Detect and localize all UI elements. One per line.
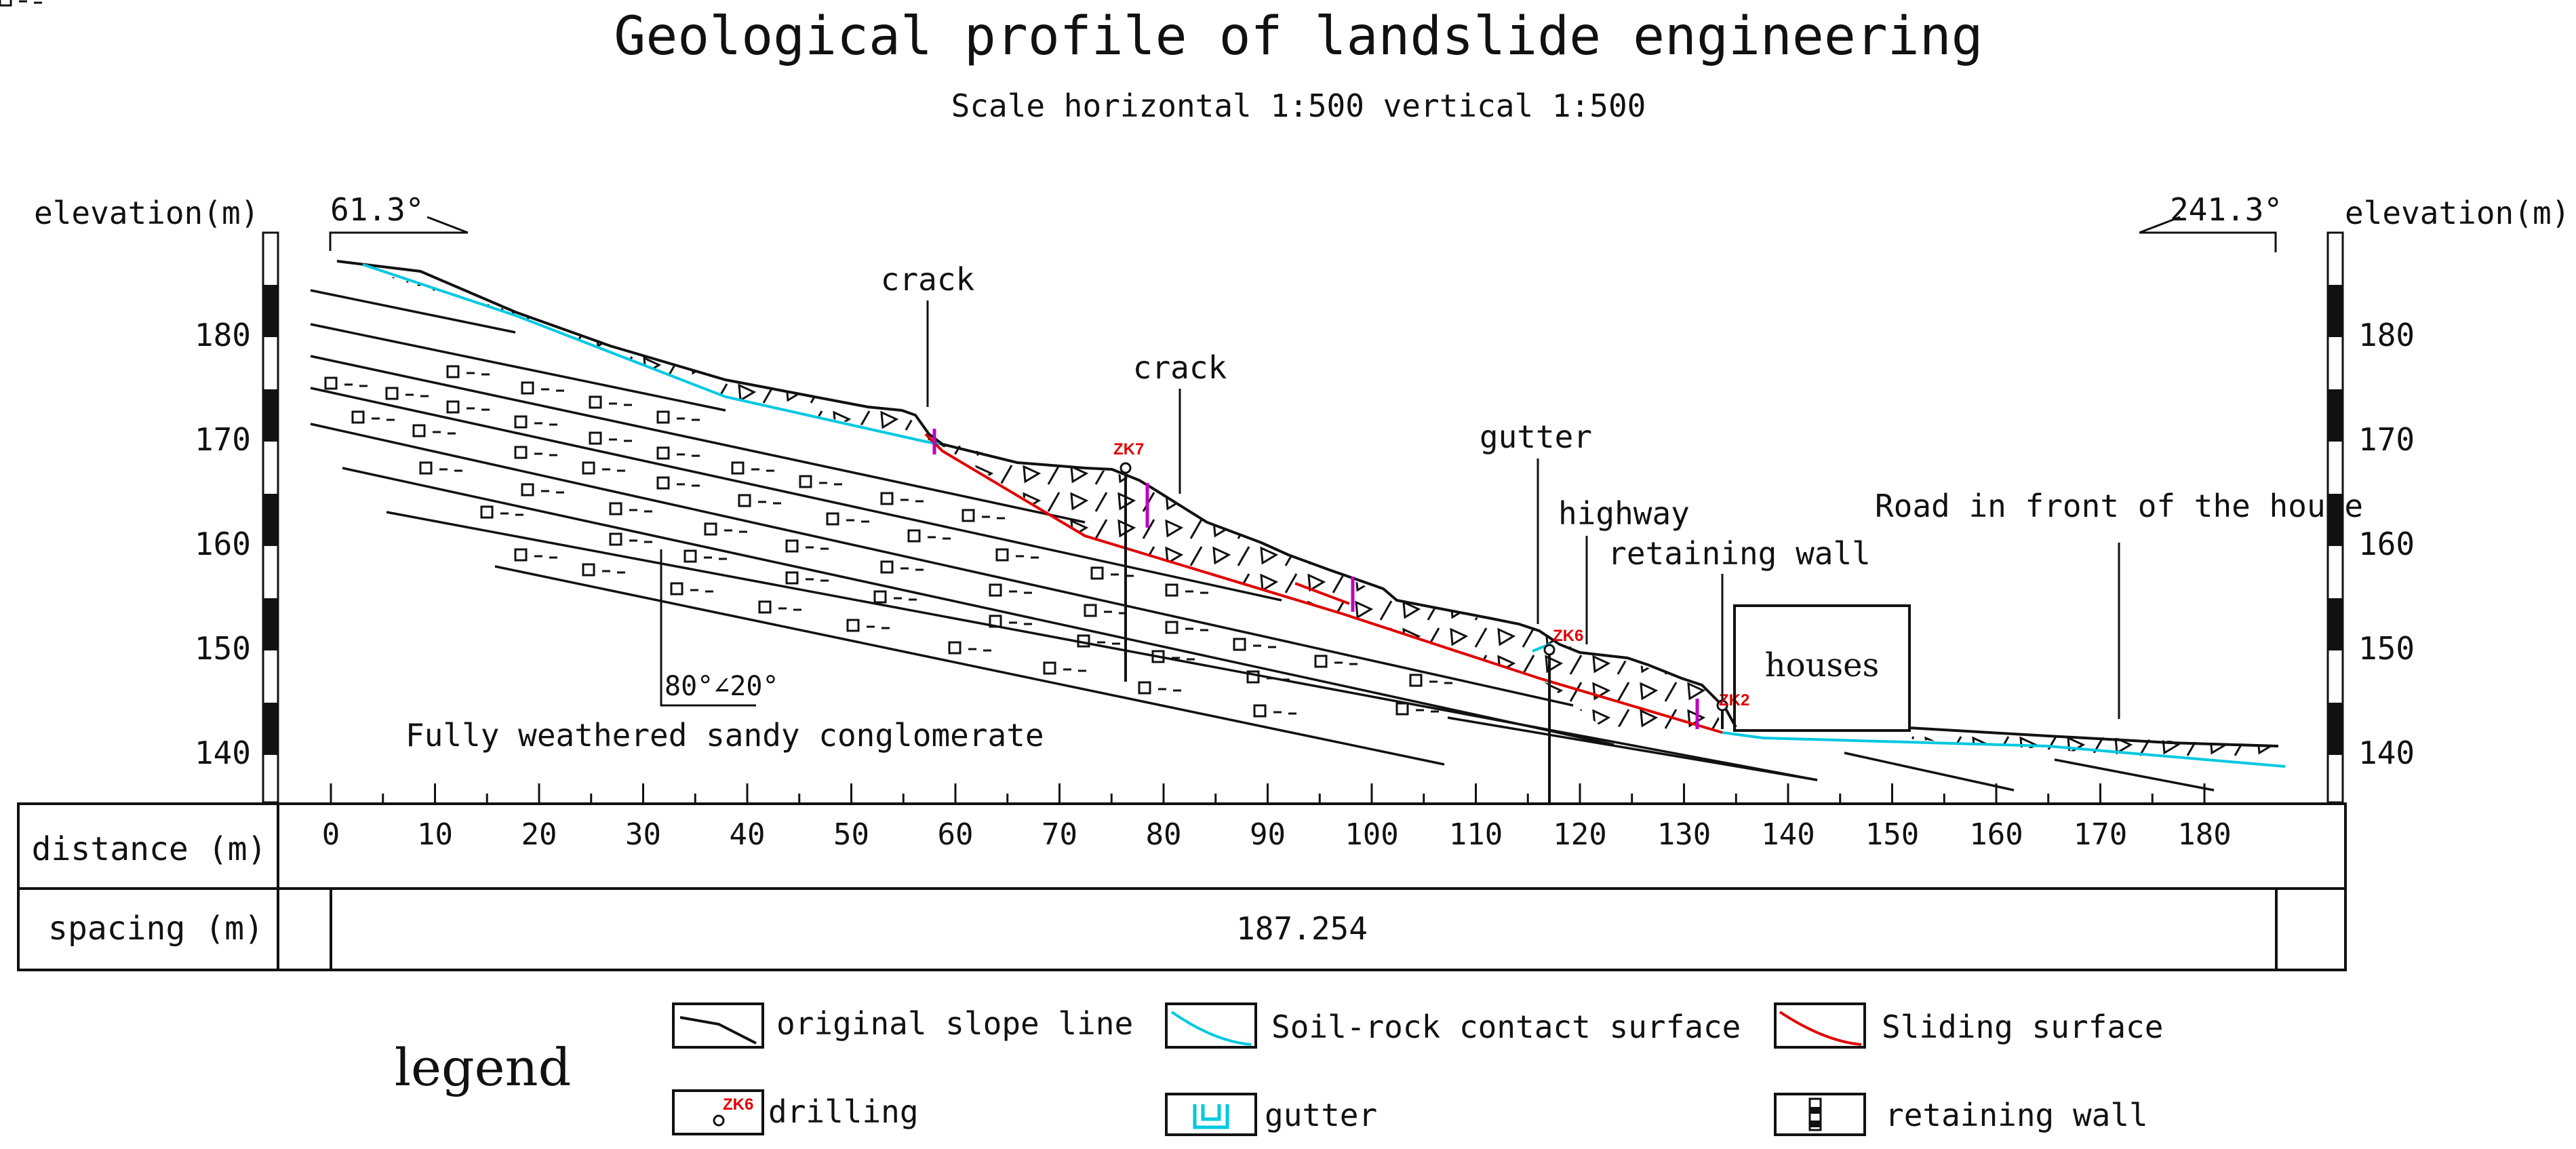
distance-tick-label: 80 — [1146, 817, 1182, 852]
rock-strata — [310, 289, 2215, 792]
distance-tick-label: 140 — [1761, 817, 1815, 852]
elevation-ticks-right: 180 170 160 150 140 — [2358, 317, 2415, 771]
distance-tick-label: 20 — [521, 817, 557, 852]
crack-label-1: crack — [881, 261, 974, 298]
legend-label: gutter — [1265, 1097, 1377, 1133]
borehole-label: ZK7 — [1113, 440, 1144, 459]
diagram-title: Geological profile of landslide engineer… — [614, 6, 1983, 67]
spacing-row-label: spacing (m) — [48, 910, 264, 948]
legend-label: retaining wall — [1885, 1097, 2148, 1133]
soil-rock-contact-surface — [362, 263, 940, 446]
elevation-tick: 150 — [2358, 630, 2415, 667]
soil-rock-contact-surface-road — [1722, 731, 2286, 768]
highway-label: highway — [1558, 495, 1690, 532]
distance-tick-label: 170 — [2074, 817, 2127, 852]
distance-tick-label: 50 — [833, 817, 869, 852]
distance-tick-label: 70 — [1042, 817, 1077, 852]
drilling-icon-label: ZK6 — [723, 1095, 753, 1114]
houses-outline — [1733, 604, 1911, 732]
distance-tick-label: 100 — [1345, 817, 1398, 852]
distance-tick-label: 180 — [2177, 817, 2231, 852]
elevation-scale-left — [262, 231, 279, 804]
rock-type-label: Fully weathered sandy conglomerate — [405, 717, 1044, 754]
distance-tick-label: 10 — [417, 817, 453, 852]
distance-tick-label: 160 — [1969, 817, 2023, 852]
borehole-zk6: ZK6 — [1543, 627, 1583, 804]
distance-ticks: 0 10 20 30 40 50 60 70 80 90 100 110 120 130 140 150 160… — [322, 783, 2232, 852]
distance-tick-label: 130 — [1657, 817, 1711, 852]
elevation-tick: 180 — [195, 317, 251, 353]
elevation-tick: 160 — [195, 526, 251, 562]
elevation-tick: 150 — [195, 630, 251, 667]
legend-item-retaining-wall: retaining wall — [1774, 1093, 2148, 1136]
distance-row-label: distance (m) — [32, 830, 267, 868]
soil-layer — [337, 261, 1726, 736]
sliding-surface — [924, 433, 1723, 734]
legend-label: Soil-rock contact surface — [1271, 1009, 1741, 1045]
distance-tick-label: 60 — [938, 817, 974, 852]
elevation-tick: 140 — [2358, 735, 2415, 771]
legend-item-sliding-surface: Sliding surface — [1774, 1002, 2163, 1049]
crack-label-2: crack — [1133, 349, 1227, 386]
legend-label: drilling — [768, 1093, 919, 1130]
distance-tick-label: 0 — [322, 817, 340, 852]
original-slope-line — [336, 260, 1737, 728]
road-label: Road in front of the house — [1875, 488, 2363, 524]
profile-table — [17, 802, 2347, 971]
borehole-zk7: ZK7 — [1113, 440, 1144, 682]
houses-label: houses — [1765, 646, 1879, 684]
azimuth-right: 241.3° — [2170, 191, 2282, 228]
distance-tick-label: 40 — [730, 817, 766, 852]
legend-label: Sliding surface — [1882, 1009, 2163, 1045]
azimuth-left-arrow — [329, 231, 468, 251]
dip-label: 80°∠20° — [665, 671, 779, 702]
elevation-tick: 170 — [2358, 421, 2415, 458]
elevation-ticks-left: 180 170 160 150 140 — [195, 317, 251, 771]
conglomerate-symbols — [0, 0, 1454, 718]
diagram-subtitle: Scale horizontal 1:500 vertical 1:500 — [951, 87, 1646, 124]
legend-item-original-slope-line: original slope line — [672, 1002, 1133, 1049]
spacing-value: 187.254 — [1236, 910, 1368, 947]
retaining-wall-label: retaining wall — [1608, 535, 1871, 572]
elevation-tick: 140 — [195, 735, 251, 771]
legend-item-gutter: gutter — [1165, 1093, 1377, 1136]
borehole-label: ZK6 — [1553, 627, 1583, 645]
road-front-line — [1908, 726, 2279, 747]
elevation-scale-right — [2326, 231, 2344, 804]
distance-tick-label: 120 — [1553, 817, 1606, 852]
distance-tick-label: 90 — [1250, 817, 1286, 852]
azimuth-right-arrow — [2139, 231, 2277, 252]
legend-item-drilling: ZK6 drilling — [672, 1089, 919, 1135]
distance-tick-label: 150 — [1865, 817, 1919, 852]
elevation-tick: 160 — [2358, 526, 2415, 562]
gutter-icon — [1193, 1104, 1229, 1129]
elevation-label-left: elevation(m) — [34, 195, 259, 231]
legend-label: original slope line — [776, 1005, 1133, 1042]
retaining-markers — [932, 429, 1699, 729]
legend-title: legend — [395, 1037, 572, 1097]
legend-item-soil-rock-contact: Soil-rock contact surface — [1165, 1002, 1741, 1049]
elevation-label-right: elevation(m) — [2345, 195, 2570, 231]
gutter-label: gutter — [1480, 418, 1592, 455]
azimuth-left: 61.3° — [330, 191, 424, 228]
elevation-tick: 170 — [195, 421, 251, 458]
elevation-tick: 180 — [2358, 317, 2415, 353]
distance-tick-label: 110 — [1449, 817, 1503, 852]
distance-tick-label: 30 — [625, 817, 661, 852]
